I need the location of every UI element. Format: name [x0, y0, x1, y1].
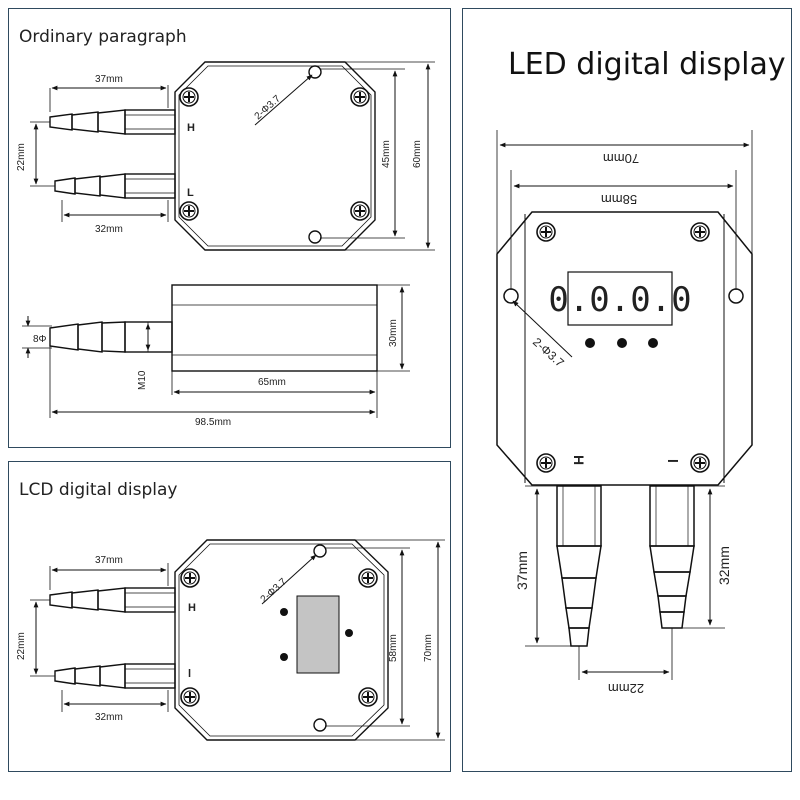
lower-port-barb: [54, 663, 176, 689]
screw-icon: [690, 453, 710, 473]
dim-port-spacing: 22mm: [16, 632, 27, 660]
lcd-top-view: [30, 539, 445, 741]
ordinary-panel: Ordinary paragraph: [8, 8, 451, 448]
mounting-hole: [728, 288, 744, 304]
led-panel: LED digital display: [462, 8, 792, 772]
dim-upper-port: 37mm: [95, 555, 123, 566]
dim-port-spacing: 22mm: [608, 681, 644, 696]
side-body: [171, 284, 378, 372]
ordinary-side-view: [22, 284, 410, 418]
indicator-dot: [648, 338, 658, 348]
mounting-hole: [308, 230, 322, 244]
port-low-label: L: [187, 187, 194, 199]
dim-right-port: 32mm: [716, 546, 732, 585]
screw-icon: [536, 222, 556, 242]
dim-left-port: 37mm: [514, 551, 530, 590]
screw-icon: [179, 201, 199, 221]
dim-lower-port: 32mm: [95, 712, 123, 723]
dim-inner-height: 45mm: [381, 140, 392, 168]
dim-port-spacing: 22mm: [16, 143, 27, 171]
dim-upper-port: 37mm: [95, 74, 123, 85]
indicator-dot: [280, 608, 288, 616]
ordinary-top-view: [30, 61, 435, 251]
screw-icon: [358, 687, 378, 707]
panel-title: LED digital display: [508, 47, 786, 82]
dim-inner-height: 58mm: [388, 634, 399, 662]
mounting-hole: [503, 288, 519, 304]
led-front-view: [496, 130, 753, 680]
dim-body-length: 65mm: [258, 377, 286, 388]
screw-icon: [350, 201, 370, 221]
housing-outline: [174, 539, 389, 741]
lower-port-barb: [54, 173, 176, 199]
housing-outline: [496, 211, 753, 486]
indicator-dot: [585, 338, 595, 348]
screw-icon: [536, 453, 556, 473]
screw-icon: [358, 568, 378, 588]
indicator-dot: [345, 629, 353, 637]
panel-title: LCD digital display: [19, 480, 178, 500]
led-display-reading: 0.0.0.0: [548, 280, 691, 320]
dim-lower-port: 32mm: [95, 224, 123, 235]
port-high-label: H: [188, 602, 196, 614]
port-high-label: H: [571, 455, 587, 465]
indicator-dot: [617, 338, 627, 348]
screw-icon: [350, 87, 370, 107]
dim-thread: M10: [137, 370, 148, 390]
lcd-window: [296, 595, 340, 674]
dim-inner-width: 58mm: [601, 192, 637, 207]
dim-outer-height: 60mm: [412, 140, 423, 168]
mounting-hole: [308, 65, 322, 79]
right-port-barb: [649, 485, 695, 629]
screw-icon: [180, 568, 200, 588]
screw-icon: [690, 222, 710, 242]
port-high-label: H: [187, 122, 195, 134]
housing-outline: [174, 61, 376, 251]
dim-holes: 2-Φ3.7: [259, 576, 290, 605]
dim-holes: 2-Φ3.7: [530, 335, 567, 370]
upper-port-barb: [49, 587, 176, 613]
dim-body-height: 30mm: [388, 319, 399, 347]
mounting-hole: [313, 718, 327, 732]
dim-outer-width: 70mm: [603, 151, 639, 166]
led-display-window: [567, 271, 673, 326]
port-low-label: l: [665, 459, 681, 463]
panel-title: Ordinary paragraph: [19, 27, 187, 47]
lcd-panel: LCD digital display: [8, 461, 451, 772]
dim-holes: 2-Φ3.7: [253, 93, 284, 122]
mounting-hole: [313, 544, 327, 558]
indicator-dot: [280, 653, 288, 661]
upper-port-barb: [49, 109, 176, 135]
screw-icon: [180, 687, 200, 707]
port-low-label: l: [188, 668, 191, 680]
dim-total-length: 98.5mm: [195, 417, 231, 428]
left-port-barb: [556, 485, 602, 647]
dim-nozzle: 8Φ: [33, 334, 47, 345]
dim-outer-height: 70mm: [423, 634, 434, 662]
screw-icon: [179, 87, 199, 107]
